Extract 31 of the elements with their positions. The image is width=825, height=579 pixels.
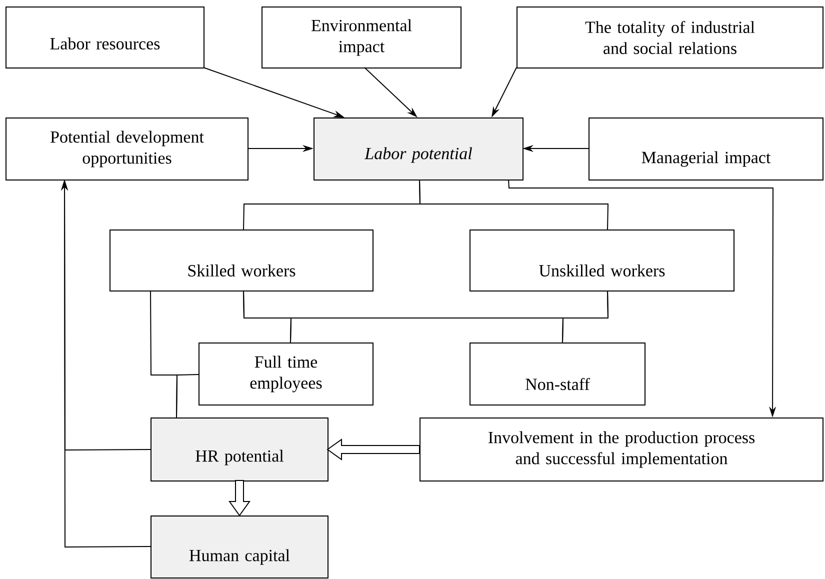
hollow-arrow: [326, 438, 420, 460]
node-label: The totality of industrial and social relations: [585, 20, 755, 54]
node-label: Environmental impact: [311, 19, 412, 56]
node-label: Skilled workers: [188, 264, 296, 276]
text-box: [470, 230, 734, 292]
node-label: Full time employees: [250, 356, 322, 392]
node-label: Non-staff: [526, 378, 590, 390]
text-box: [110, 230, 374, 292]
connector-line: [419, 179, 609, 230]
process-box: [150, 516, 328, 578]
text-box: [262, 6, 462, 68]
text-box: [470, 342, 646, 406]
node-label: Human capital: [189, 549, 290, 565]
text-box: [198, 342, 374, 406]
text-box: [420, 418, 824, 482]
node-label: Managerial impact: [642, 151, 771, 167]
node-label: HR potential: [196, 450, 284, 466]
text-box: [516, 6, 824, 68]
node-label: Labor resources: [50, 38, 160, 50]
connector-line: [176, 374, 199, 418]
process-box: [314, 118, 524, 180]
node-label: Potential development opportunities: [50, 130, 204, 168]
node-label: Involvement in the production process and successful implementation: [488, 431, 755, 468]
hollow-arrow: [228, 480, 250, 516]
process-box: [150, 418, 328, 482]
text-box: [6, 6, 204, 68]
node-label: Unskilled workers: [539, 264, 665, 276]
text-box: [6, 118, 248, 180]
node-label: Labor potential: [364, 147, 472, 163]
text-box: [588, 118, 824, 180]
connector-line: [562, 290, 609, 343]
